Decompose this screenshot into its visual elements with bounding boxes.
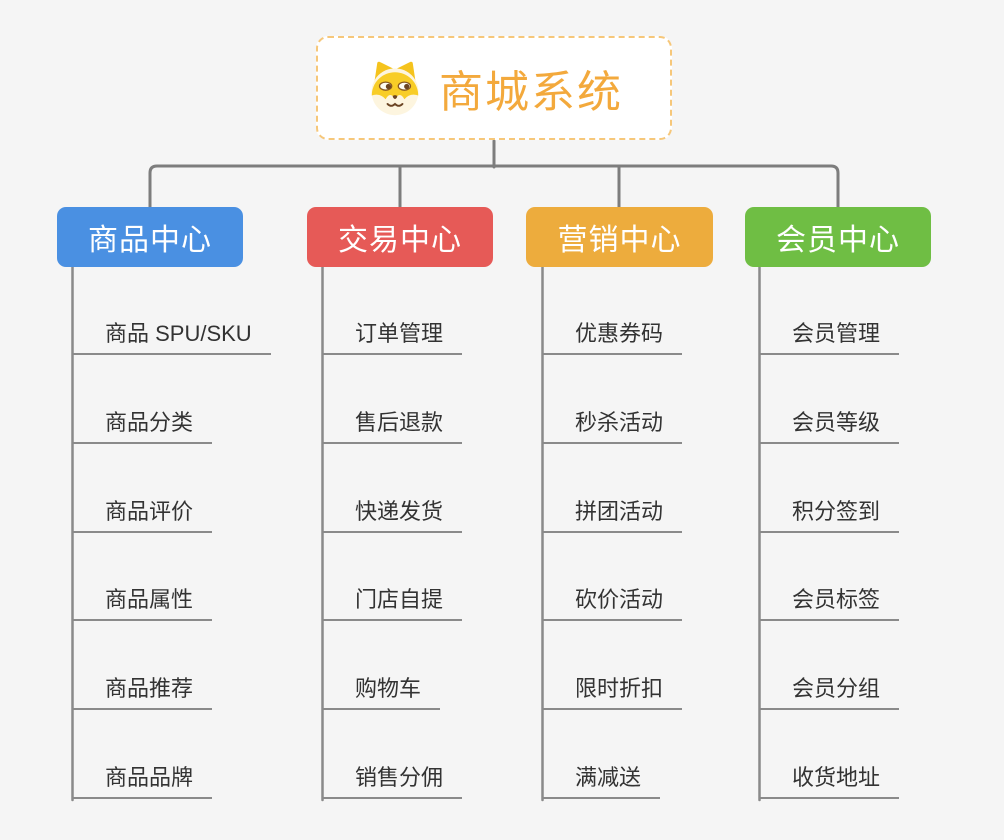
- child-topic[interactable]: 商品属性: [72, 586, 213, 621]
- child-topic[interactable]: 会员分组: [759, 675, 900, 710]
- root-topic[interactable]: 商城系统: [316, 36, 672, 140]
- branch-trade-center[interactable]: 交易中心: [307, 207, 493, 267]
- branch-product-center[interactable]: 商品中心: [57, 207, 243, 267]
- child-topic[interactable]: 限时折扣: [542, 675, 683, 710]
- root-topic-title: 商城系统: [439, 68, 623, 117]
- child-topic[interactable]: 订单管理: [322, 320, 463, 355]
- child-topic[interactable]: 秒杀活动: [542, 409, 683, 444]
- child-topic[interactable]: 收货地址: [759, 764, 900, 799]
- branch-marketing-center[interactable]: 营销中心: [526, 207, 713, 267]
- child-topic[interactable]: 商品推荐: [72, 675, 213, 710]
- branch-label: 交易中心: [338, 224, 462, 257]
- branch-label: 商品中心: [88, 224, 212, 257]
- child-topic[interactable]: 售后退款: [322, 409, 463, 444]
- child-topic[interactable]: 快递发货: [322, 498, 463, 533]
- branch-label: 会员中心: [776, 224, 900, 257]
- child-topic[interactable]: 商品分类: [72, 409, 213, 444]
- child-topic[interactable]: 会员等级: [759, 409, 900, 444]
- child-topic[interactable]: 满减送: [542, 764, 661, 799]
- child-topic[interactable]: 砍价活动: [542, 586, 683, 621]
- child-topic[interactable]: 商品评价: [72, 498, 213, 533]
- child-topic[interactable]: 拼团活动: [542, 498, 683, 533]
- child-topic[interactable]: 会员管理: [759, 320, 900, 355]
- branch-label: 营销中心: [557, 224, 682, 257]
- doge-icon: [371, 61, 419, 116]
- child-topic[interactable]: 销售分佣: [322, 764, 463, 799]
- branch-member-center[interactable]: 会员中心: [745, 207, 931, 267]
- child-topic[interactable]: 商品 SPU/SKU: [72, 320, 271, 355]
- child-topic[interactable]: 积分签到: [759, 498, 900, 533]
- child-topic[interactable]: 优惠券码: [542, 320, 683, 355]
- child-topic[interactable]: 购物车: [322, 675, 441, 710]
- branch-bus-connector: [148, 164, 840, 210]
- child-topic[interactable]: 会员标签: [759, 586, 900, 621]
- child-topic[interactable]: 门店自提: [322, 586, 463, 621]
- child-topic[interactable]: 商品品牌: [72, 764, 213, 799]
